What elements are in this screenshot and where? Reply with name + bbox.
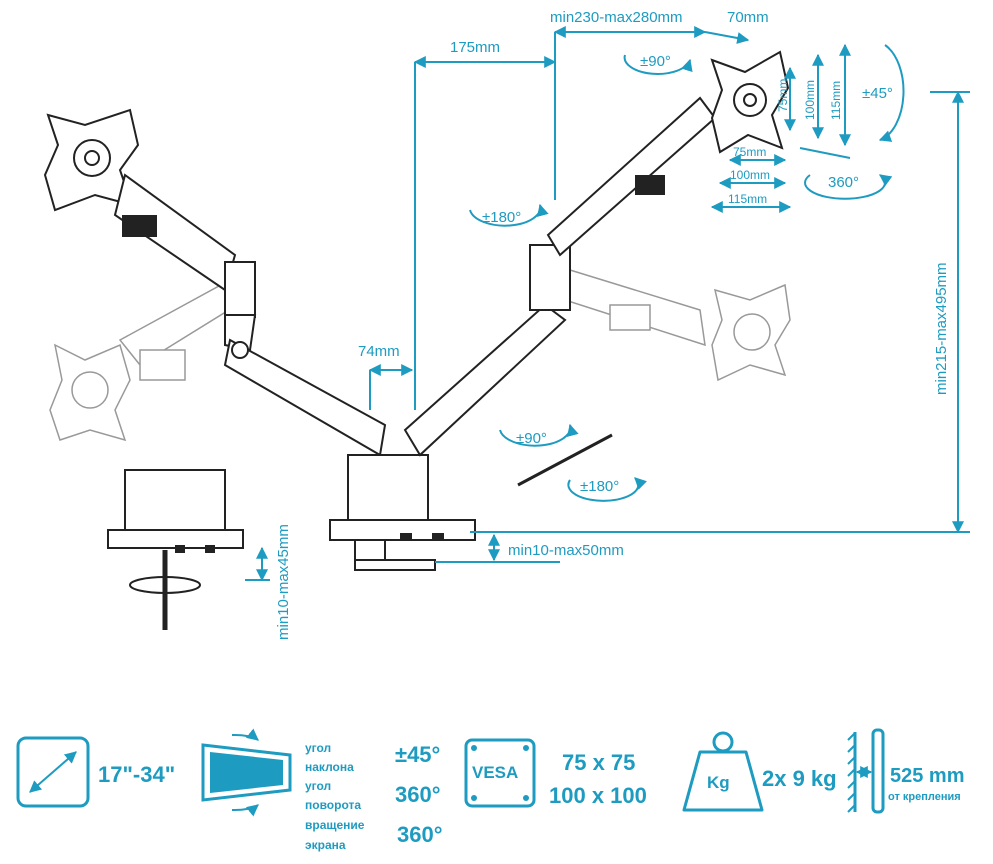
right-vesa-plate	[710, 50, 790, 154]
reach-value: 525 mm	[890, 765, 965, 787]
monitor-tilt-icon	[201, 728, 292, 817]
dim-head-offset: 70mm	[727, 9, 769, 26]
left-arm	[43, 108, 387, 457]
rotate-label-2: поворота	[305, 798, 361, 812]
left-ghost-arm	[49, 279, 247, 442]
rotation-label-1: вращение	[305, 818, 365, 832]
dim-vesa-115-h: 115mm	[728, 192, 767, 206]
angle-base-rotate: ±180°	[580, 478, 619, 495]
base-clamp	[329, 454, 476, 571]
right-arm	[403, 50, 790, 457]
left-ghost-vesa-plate	[49, 343, 131, 442]
rotate-label-1: угол	[305, 779, 331, 793]
dim-vesa-75-v: 75mm	[776, 79, 790, 112]
screen-size-value: 17"-34"	[98, 762, 175, 787]
angle-elbow: ±180°	[482, 209, 521, 226]
dim-pole-gap: 74mm	[358, 343, 400, 360]
dim-vesa-100-h: 100mm	[730, 168, 770, 182]
dim-clamp-range: min10-max50mm	[508, 542, 624, 559]
right-ghost-vesa-plate	[711, 283, 791, 382]
angle-rotate: 360°	[828, 174, 859, 191]
angle-base-swivel: ±90°	[516, 430, 547, 447]
left-clamp-thumbnail	[107, 469, 244, 630]
weight-value: 2x 9 kg	[762, 766, 837, 791]
angle-head-swivel: ±90°	[640, 53, 671, 70]
dim-height-range: min215-max495mm	[933, 262, 950, 395]
vesa-badge: VESA	[472, 763, 518, 782]
dim-top-arm: 175mm	[450, 39, 500, 56]
vesa-icon	[464, 738, 536, 808]
vesa-value-1: 75 x 75	[562, 750, 635, 775]
rotation-value: 360°	[397, 822, 443, 847]
dim-grommet-range: min10-max45mm	[275, 524, 292, 640]
vesa-value-2: 100 x 100	[549, 783, 647, 808]
right-ghost-arm	[564, 269, 791, 382]
tilt-label-1: угол	[305, 741, 331, 755]
dim-arm-range: min230-max280mm	[550, 9, 683, 26]
tilt-value: ±45°	[395, 742, 440, 767]
rotate-value: 360°	[395, 782, 441, 807]
tilt-label-2: наклона	[305, 760, 354, 774]
spec-strip: 17"-34" угол наклона угол поворота враще…	[16, 728, 965, 852]
reach-label: от крепления	[888, 791, 961, 803]
screen-size-icon	[16, 736, 90, 808]
angle-tilt: ±45°	[862, 85, 893, 102]
dim-vesa-75-h: 75mm	[733, 145, 766, 159]
dim-vesa-115-v: 115mm	[829, 81, 843, 120]
dim-vesa-100-v: 100mm	[803, 80, 817, 120]
dimension-lines	[245, 26, 970, 582]
wall-reach-icon	[847, 728, 885, 814]
rotation-label-2: экрана	[305, 838, 346, 852]
weight-icon	[682, 731, 764, 812]
weight-badge: Kg	[707, 773, 730, 792]
